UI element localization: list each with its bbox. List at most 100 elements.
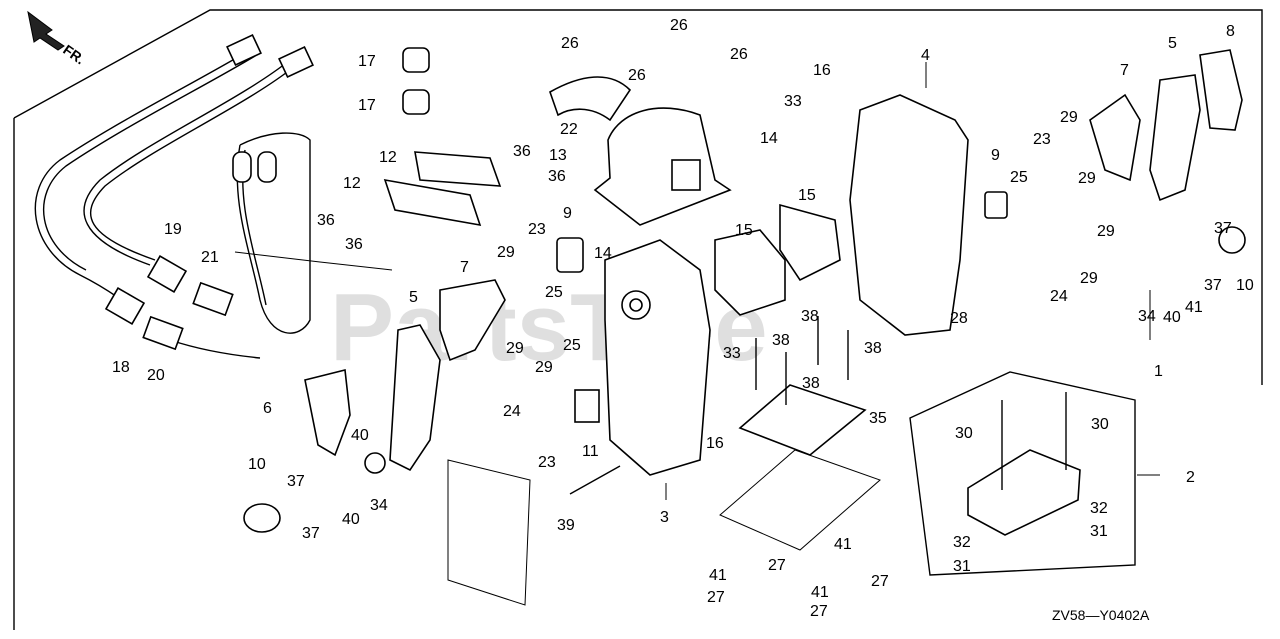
callout-14a: 14 — [760, 130, 778, 147]
bracket-12 — [383, 151, 502, 227]
callout-15b: 15 — [735, 222, 753, 239]
callout-38a: 38 — [772, 332, 790, 349]
callout-25c: 25 — [563, 337, 581, 354]
callout-31b: 31 — [1090, 523, 1108, 540]
callout-18: 18 — [112, 359, 130, 376]
callout-40c: 40 — [342, 511, 360, 528]
lever-5-right — [1149, 74, 1201, 202]
callout-1: 1 — [1154, 363, 1163, 380]
lever-8 — [1199, 49, 1243, 131]
housing-2 — [967, 449, 1081, 536]
front-arrow-icon — [27, 10, 65, 51]
callout-7a: 7 — [1120, 62, 1129, 79]
callout-26d: 26 — [730, 46, 748, 63]
template-sheet — [447, 459, 531, 606]
callout-5b: 5 — [409, 289, 418, 306]
callout-17b: 17 — [358, 97, 376, 114]
callout-30b: 30 — [1091, 416, 1109, 433]
callout-16b: 16 — [706, 435, 724, 452]
bolts — [569, 316, 1067, 495]
callout-37d: 37 — [302, 525, 320, 542]
callout-7b: 7 — [460, 259, 469, 276]
callout-41c: 41 — [811, 584, 829, 601]
callout-14b: 14 — [594, 245, 612, 262]
control-box-3 — [604, 239, 711, 476]
subassembly-frame-2 — [909, 371, 1136, 576]
callout-36b: 36 — [548, 168, 566, 185]
callout-25b: 25 — [545, 284, 563, 301]
callout-38b: 38 — [801, 308, 819, 325]
callout-6: 6 — [263, 400, 272, 417]
grip-6 — [304, 369, 351, 457]
callout-5a: 5 — [1168, 35, 1177, 52]
callout-37a: 37 — [1214, 220, 1232, 237]
case-13 — [593, 107, 732, 226]
callout-9b: 9 — [991, 147, 1000, 164]
plate-15a — [714, 229, 786, 316]
callout-19: 19 — [164, 221, 182, 238]
callout-29d: 29 — [1080, 270, 1098, 287]
callout-36d: 36 — [345, 236, 363, 253]
callout-3: 3 — [660, 509, 669, 526]
callout-23a: 23 — [528, 221, 546, 238]
callout-38d: 38 — [802, 375, 820, 392]
outer-frame — [13, 9, 1263, 385]
washer-34-left — [364, 452, 386, 474]
callout-27a: 27 — [768, 557, 786, 574]
grip-17b — [402, 89, 430, 115]
callout-10b: 10 — [248, 456, 266, 473]
callout-34a: 34 — [1138, 308, 1156, 325]
callout-29g: 29 — [535, 359, 553, 376]
callout-32a: 32 — [953, 534, 971, 551]
callout-12a: 12 — [379, 149, 397, 166]
lever-5-left — [389, 324, 441, 472]
callout-29b: 29 — [1078, 170, 1096, 187]
callout-28: 28 — [950, 310, 968, 327]
callout-4: 4 — [921, 47, 930, 64]
callout-24a: 24 — [1050, 288, 1068, 305]
callout-33b: 33 — [723, 345, 741, 362]
cover-22 — [549, 76, 632, 122]
callout-33a: 33 — [784, 93, 802, 110]
gasket-35 — [738, 384, 867, 456]
callout-26b: 26 — [670, 17, 688, 34]
callout-16a: 16 — [813, 62, 831, 79]
plate-15b — [779, 203, 841, 282]
callout-26c: 26 — [628, 67, 646, 84]
callout-32b: 32 — [1090, 500, 1108, 517]
callout-40a: 40 — [1163, 309, 1181, 326]
grip-17a — [402, 47, 430, 73]
callout-13: 13 — [549, 147, 567, 164]
callout-25a: 25 — [1010, 169, 1028, 186]
callout-29c: 29 — [1097, 223, 1115, 240]
callout-12b: 12 — [343, 175, 361, 192]
callout-37c: 37 — [287, 473, 305, 490]
callout-20: 20 — [147, 367, 165, 384]
callout-21: 21 — [201, 249, 219, 266]
callout-29e: 29 — [497, 244, 515, 261]
cover-4 — [849, 94, 969, 336]
lever-7-left — [439, 279, 506, 362]
grommet-10-right — [1218, 226, 1246, 254]
callout-36c: 36 — [317, 212, 335, 229]
callout-31a: 31 — [953, 558, 971, 575]
callout-15a: 15 — [798, 187, 816, 204]
callout-29f: 29 — [506, 340, 524, 357]
callout-8: 8 — [1226, 23, 1235, 40]
callout-26a: 26 — [561, 35, 579, 52]
grommet-10-left — [243, 503, 281, 533]
plate-11 — [574, 389, 600, 423]
callout-17a: 17 — [358, 53, 376, 70]
lever-7-right — [1089, 93, 1141, 182]
callout-11: 11 — [582, 443, 599, 460]
callout-23b: 23 — [1033, 131, 1051, 148]
callout-24b: 24 — [503, 403, 521, 420]
callout-35: 35 — [869, 410, 887, 427]
callout-40b: 40 — [351, 427, 369, 444]
callout-30a: 30 — [955, 425, 973, 442]
callout-41a: 41 — [709, 567, 727, 584]
callout-10a: 10 — [1236, 277, 1254, 294]
diagram-code: ZV58—Y0402A — [1052, 607, 1150, 623]
callout-22: 22 — [560, 121, 578, 138]
